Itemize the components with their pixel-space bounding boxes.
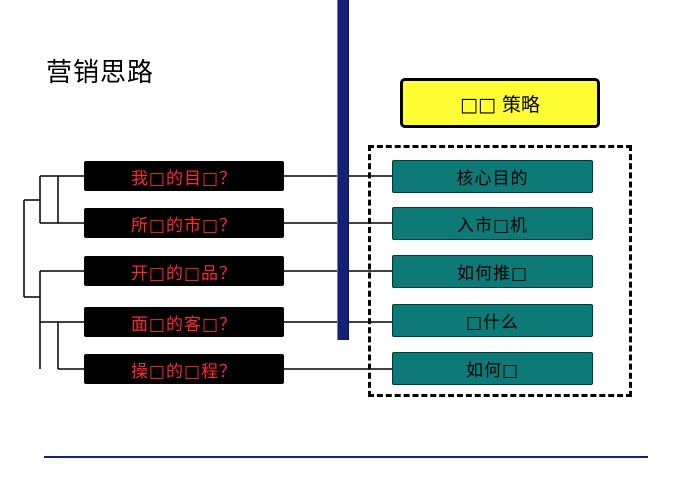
answer-box-what: □什么 bbox=[392, 304, 593, 337]
strategy-box: □□ 策略 bbox=[400, 78, 600, 128]
vertical-divider-bar bbox=[337, 0, 349, 340]
question-box-customer: 面□的客□？ bbox=[84, 307, 284, 337]
page-title: 营销思路 bbox=[46, 58, 155, 88]
question-box-product: 开□的□品？ bbox=[84, 256, 284, 286]
answers-dashed-frame bbox=[368, 145, 632, 397]
question-box-process: 操□的□程？ bbox=[84, 354, 284, 384]
question-box-market: 所□的市□？ bbox=[84, 208, 284, 238]
answer-box-core-goal: 核心目的 bbox=[392, 160, 593, 193]
footer-rule bbox=[44, 456, 648, 458]
question-box-goal: 我□的目□？ bbox=[84, 161, 284, 191]
answer-box-how: 如何□ bbox=[392, 352, 593, 385]
answer-box-how-promote: 如何推□ bbox=[392, 255, 593, 288]
answer-box-market-timing: 入市□机 bbox=[392, 207, 593, 240]
